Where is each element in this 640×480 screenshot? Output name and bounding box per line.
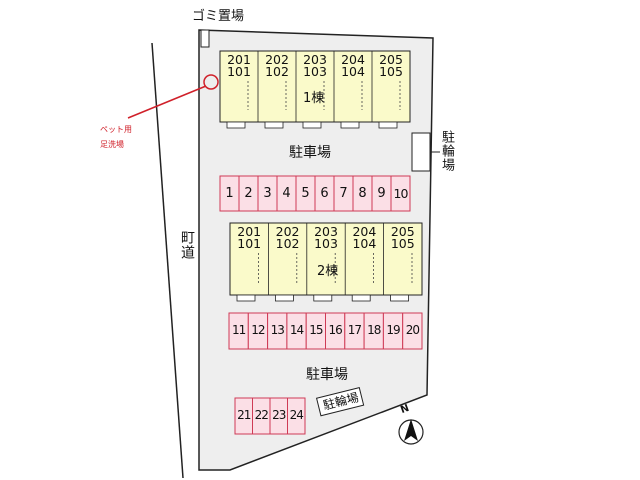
unit-entrance-step xyxy=(313,294,333,302)
parking-stall xyxy=(390,175,411,212)
bike-parking-side-label: 駐輪場 xyxy=(439,130,454,172)
upper-unit-number: 204 xyxy=(352,224,377,239)
lower-unit-number: 104 xyxy=(341,64,365,79)
parking-bottom-label: 駐車場 xyxy=(306,367,348,383)
parking-stall-number: 7 xyxy=(339,185,348,201)
parking-stall-number: 22 xyxy=(254,408,269,422)
upper-unit-number: 201 xyxy=(237,224,262,239)
parking-stall-number: 6 xyxy=(320,185,329,201)
pet-marker-leader xyxy=(127,85,207,119)
lower-unit-number: 105 xyxy=(390,236,415,251)
parking-stall-number: 19 xyxy=(386,323,400,337)
parking-stall-number: 24 xyxy=(289,408,304,422)
parking-stall-number: 10 xyxy=(393,185,409,201)
upper-unit-number: 202 xyxy=(265,52,289,67)
parking-row-3 xyxy=(234,397,306,435)
lower-unit-number: 103 xyxy=(314,236,338,251)
lower-unit-number: 103 xyxy=(303,64,327,79)
lower-unit-number: 102 xyxy=(275,236,300,251)
parking-stall-number: 23 xyxy=(272,408,286,422)
pet-label-line1: ペット用 xyxy=(100,125,132,134)
lower-unit-number: 104 xyxy=(352,236,377,251)
building-2 xyxy=(229,222,423,302)
parking-stall-number: 2 xyxy=(244,185,253,201)
pet-washing-marker xyxy=(203,74,219,90)
parking-stall-number: 18 xyxy=(367,323,381,337)
lower-unit-number: 101 xyxy=(227,64,251,79)
building-1-name: 1棟 xyxy=(303,91,325,106)
parking-stall-number: 9 xyxy=(377,185,386,201)
parking-stall-number: 21 xyxy=(237,408,251,422)
unit-entrance-step xyxy=(302,121,322,129)
parking-stall-number: 1 xyxy=(225,185,234,201)
parking-stall xyxy=(287,397,306,435)
parking-stall-number: 14 xyxy=(289,323,304,337)
building-2-name: 2棟 xyxy=(317,264,339,279)
parking-stall-number: 5 xyxy=(301,185,310,201)
garbage-box xyxy=(200,29,210,48)
upper-unit-number: 205 xyxy=(390,224,415,239)
unit-entrance-step xyxy=(390,294,410,302)
building-1-footprint xyxy=(219,50,411,123)
road-label: 町道 xyxy=(179,230,195,260)
pet-label-line2: 足洗場 xyxy=(100,140,124,149)
unit-entrance-step xyxy=(274,294,294,302)
upper-unit-number: 203 xyxy=(314,224,338,239)
upper-unit-number: 203 xyxy=(303,52,327,67)
unit-entrance-step xyxy=(340,121,360,129)
unit-entrance-step xyxy=(236,294,256,302)
parking-stall-number: 4 xyxy=(282,185,291,201)
road-edge-line xyxy=(151,42,184,479)
upper-unit-number: 205 xyxy=(379,52,403,67)
parking-row-1 xyxy=(219,175,411,212)
building-1 xyxy=(219,50,411,129)
parking-stall-number: 3 xyxy=(263,185,272,201)
lower-unit-number: 101 xyxy=(237,236,262,251)
parking-row-2 xyxy=(228,312,423,350)
unit-entrance-step xyxy=(351,294,371,302)
parking-top-label: 駐車場 xyxy=(289,145,331,161)
lower-unit-number: 105 xyxy=(379,64,403,79)
lower-unit-number: 102 xyxy=(265,64,289,79)
unit-entrance-step xyxy=(378,121,398,129)
upper-unit-number: 202 xyxy=(275,224,300,239)
unit-entrance-step xyxy=(264,121,284,129)
parking-stall xyxy=(402,312,423,350)
parking-stall-number: 8 xyxy=(358,185,367,201)
upper-unit-number: 201 xyxy=(227,52,251,67)
bike-parking-box xyxy=(411,132,431,172)
bike-parking-bottom xyxy=(315,387,365,417)
parking-stall-number: 12 xyxy=(251,323,265,337)
parking-stall-number: 13 xyxy=(270,323,285,337)
parking-stall-number: 17 xyxy=(347,323,362,337)
unit-entrance-step xyxy=(226,121,246,129)
parking-stall-number: 16 xyxy=(328,323,343,337)
upper-unit-number: 204 xyxy=(341,52,365,67)
parking-stall-number: 20 xyxy=(405,323,420,337)
parking-stall-number: 11 xyxy=(232,323,246,337)
garbage-label: ゴミ置場 xyxy=(192,9,245,24)
north-arrow-icon xyxy=(398,419,424,445)
building-2-footprint xyxy=(229,222,423,296)
parking-stall-number: 15 xyxy=(309,323,323,337)
